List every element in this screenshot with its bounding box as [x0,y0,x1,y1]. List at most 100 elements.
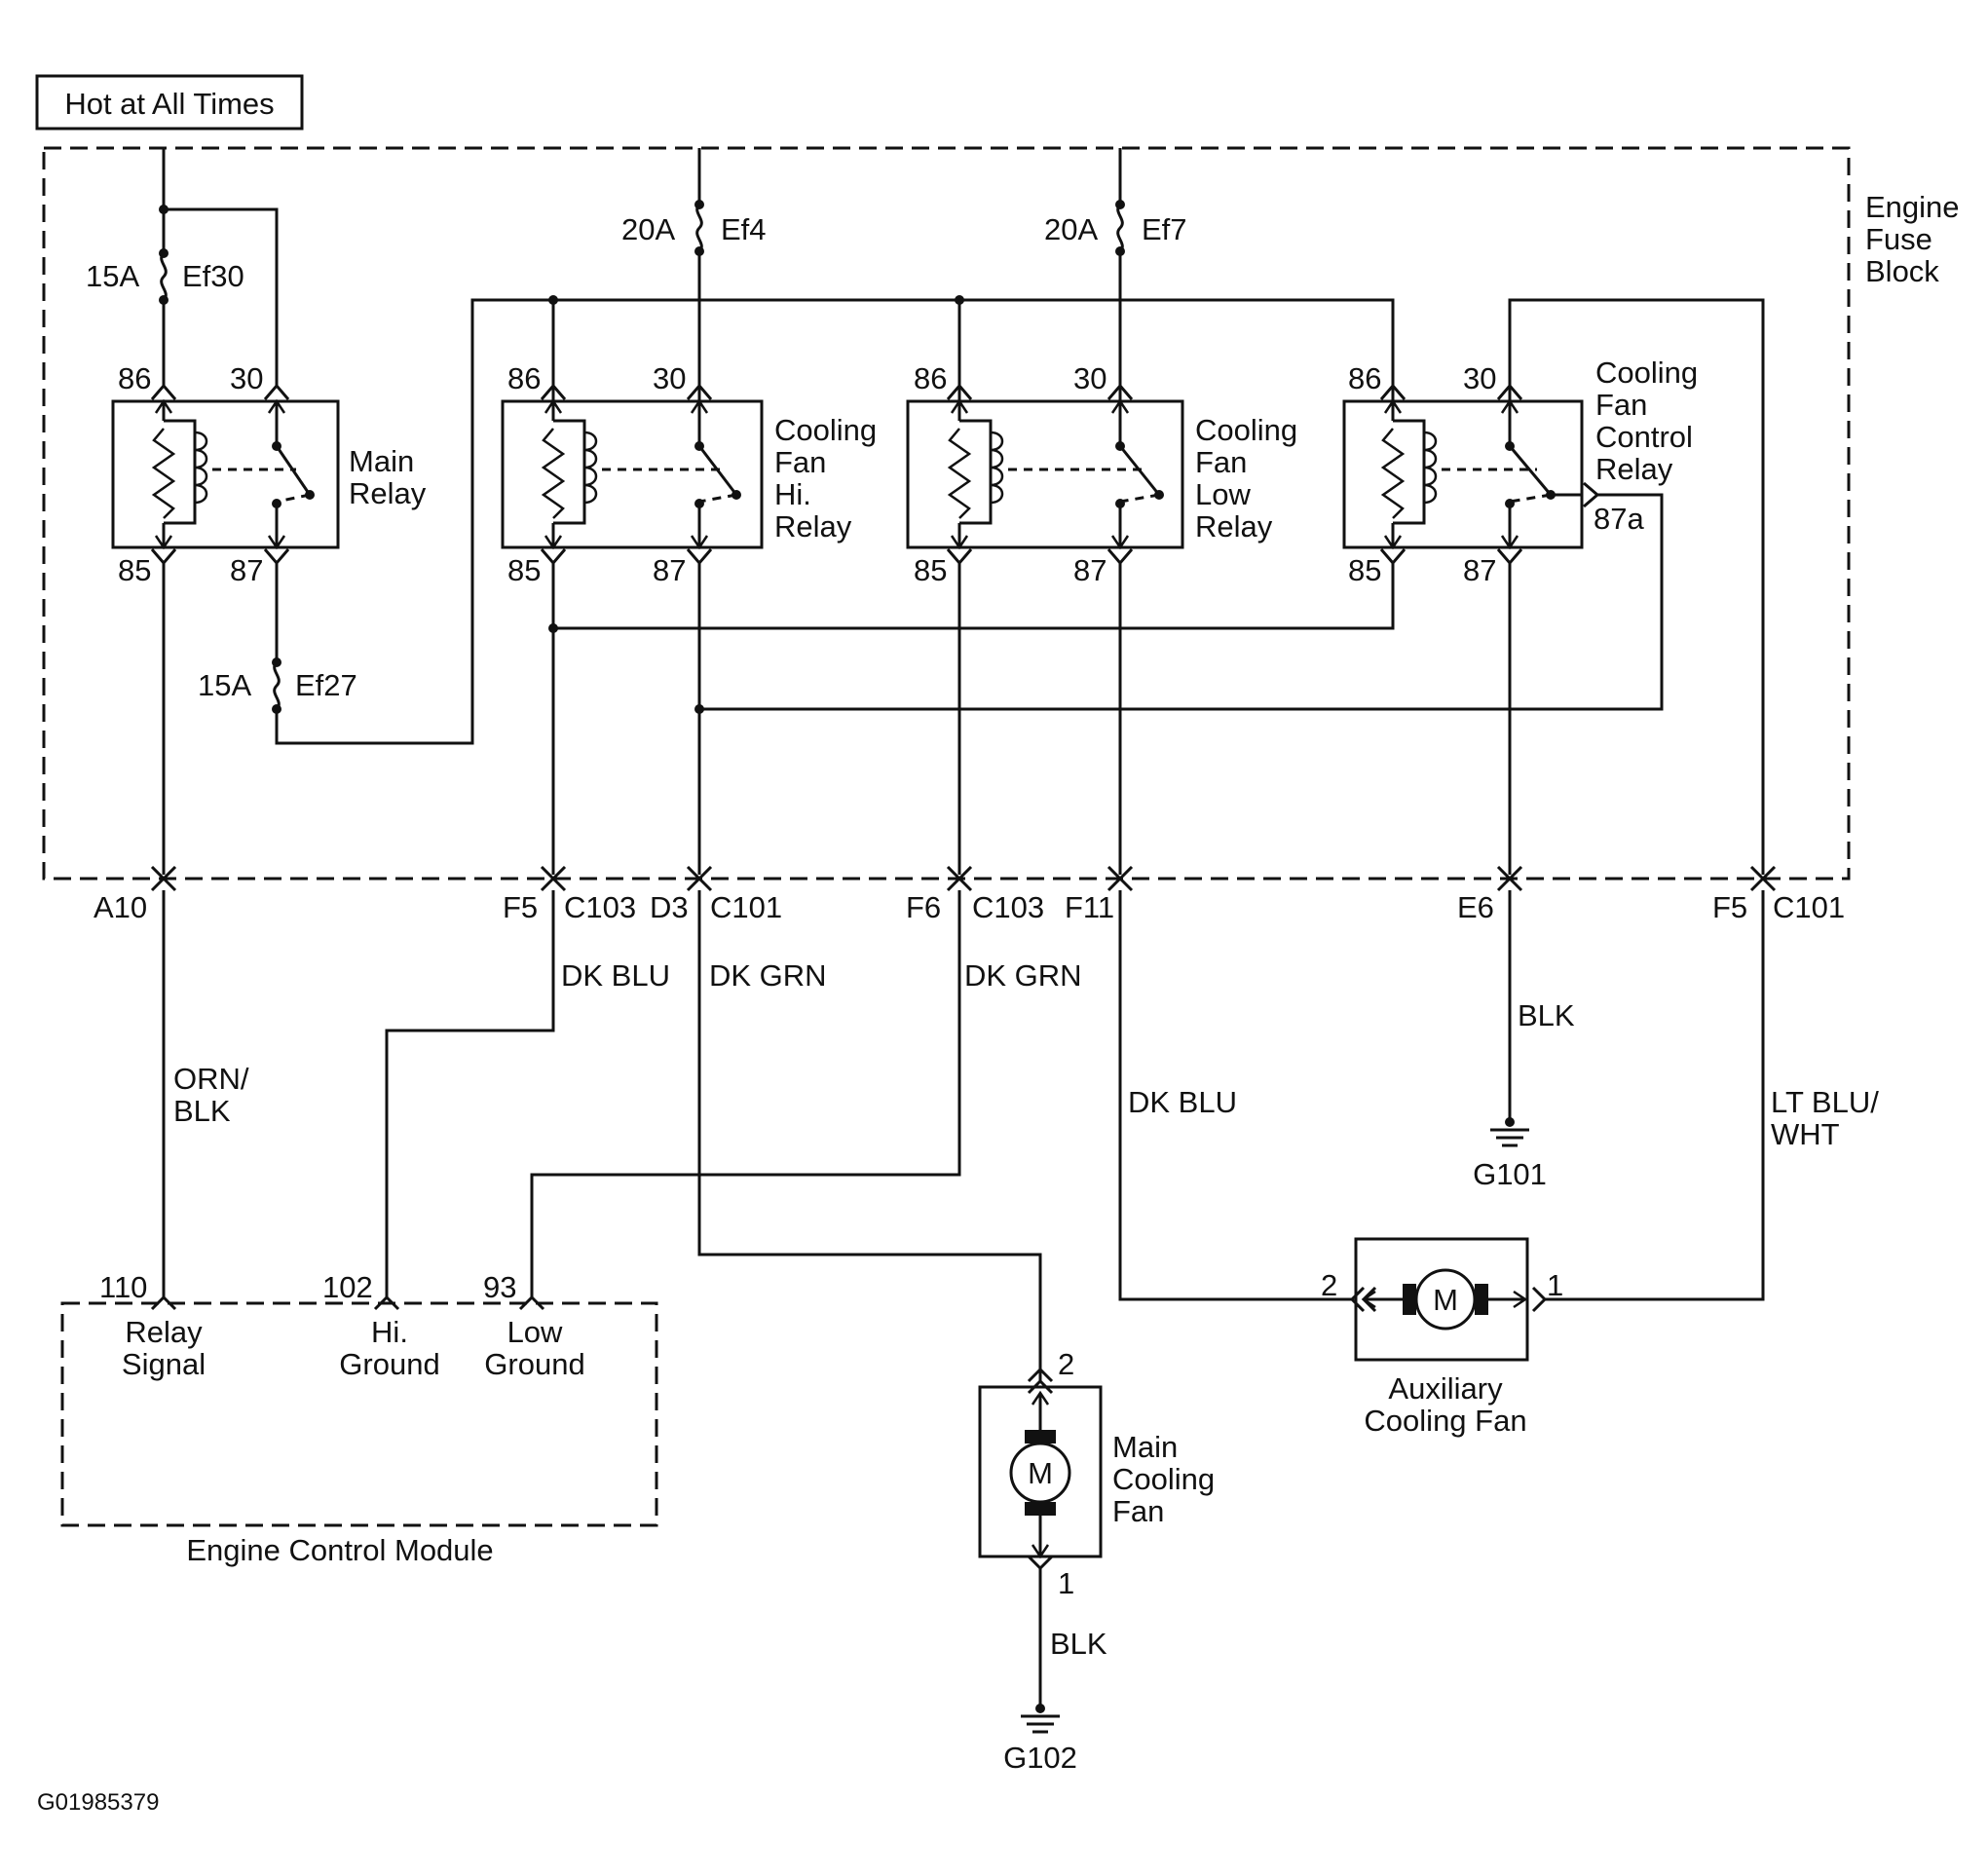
main-fan-label-1: Main [1112,1430,1178,1464]
control-relay-pin-30: 30 [1463,361,1496,395]
cooling-fan-low-relay [906,300,1184,566]
connector-f6-c103-pin: F6 [906,890,941,924]
main-cooling-fan [978,1367,1103,1713]
main-relay-label-2: Relay [349,476,427,510]
hi-relay-pin-87: 87 [653,553,686,587]
ef4-fuse-wire [694,148,704,401]
main-fan-motor-letter: M [1028,1456,1053,1490]
control-relay-pin-85: 85 [1348,553,1381,587]
fuse-block-label-1: Engine [1865,190,1960,224]
ecm-pin-110-label-1: Relay [125,1315,203,1349]
main-relay-pin-30: 30 [230,361,263,395]
ground-g102-icon [1021,1714,1060,1734]
main-fan-pin-2: 2 [1058,1347,1074,1381]
ground-g102-label: G102 [1003,1741,1077,1775]
ef7-fuse-wire [1115,148,1125,401]
control-relay-label-1: Cooling [1595,356,1698,390]
low-relay-label-1: Cooling [1195,413,1297,447]
aux-fan-label-1: Auxiliary [1388,1371,1503,1406]
ef27-fuse-wire [272,295,1395,745]
main-fan-label-2: Cooling [1112,1462,1215,1496]
ef4-rating: 20A [621,212,675,246]
aux-fan-pin-2: 2 [1321,1268,1337,1302]
ecm-pin-93-label-2: Ground [484,1347,584,1381]
ef4-name: Ef4 [721,212,767,246]
figure-id: G01985379 [37,1789,159,1816]
hot-at-all-times-box: Hot at All Times [35,74,304,131]
ef27-rating: 15A [198,668,251,702]
low-relay-pin-85: 85 [914,553,947,587]
hi-relay-pin-30: 30 [653,361,686,395]
low-relay-label-4: Relay [1195,509,1273,544]
hi-relay-label-3: Hi. [774,477,811,511]
low-relay-pin-30: 30 [1073,361,1107,395]
ecm-pin-110: 110 [99,1270,147,1304]
ecm-pin-102-label-2: Ground [339,1347,439,1381]
main-relay [111,383,340,566]
ef30-name: Ef30 [182,259,244,293]
wire-f5-c101-to-aux-fan [1545,890,1765,1301]
internal-bus-87a [694,493,1664,875]
main-relay-pin-86: 86 [118,361,151,395]
control-relay-pin-87a: 87a [1594,502,1644,536]
cooling-fan-hi-relay [501,300,764,566]
ecm-pin-102: 102 [322,1270,373,1304]
hi-relay-pin-85: 85 [507,553,541,587]
wire-color-f5-c101-1: LT BLU/ [1771,1085,1879,1119]
main-fan-pin-1: 1 [1058,1566,1074,1600]
cooling-fan-control-relay [1342,298,1765,875]
main-relay-pin-87: 87 [230,553,263,587]
main-relay-feed-wires [159,148,279,388]
aux-fan-label-2: Cooling Fan [1364,1404,1526,1438]
wire-color-d3: DK GRN [709,958,827,993]
low-relay-pin-87: 87 [1073,553,1107,587]
low-relay-label-3: Low [1195,477,1251,511]
ef30-rating: 15A [86,259,139,293]
ecm-pin-93: 93 [483,1270,516,1304]
internal-bus-85 [548,563,1395,875]
aux-fan-pin-1: 1 [1547,1268,1563,1302]
control-relay-label-2: Fan [1595,388,1647,422]
ecm-label: Engine Control Module [186,1533,493,1567]
connector-f6-c103-name: C103 [972,890,1044,924]
wire-color-f11: DK BLU [1128,1085,1237,1119]
main-relay-label-1: Main [349,444,414,478]
control-relay-label-4: Relay [1595,452,1673,486]
wire-color-a10-2: BLK [173,1094,231,1128]
ecm-pin-93-label-1: Low [507,1315,563,1349]
control-relay-pin-86: 86 [1348,361,1381,395]
ground-g101-label: G101 [1473,1157,1547,1191]
hot-at-all-times-label: Hot at All Times [64,87,274,121]
auxiliary-cooling-fan [1349,1237,1548,1362]
aux-fan-motor-letter: M [1433,1283,1458,1317]
connector-f11: F11 [1065,890,1114,924]
wire-f5-to-ecm-102 [385,890,555,1297]
ecm-pin-110-label-2: Signal [122,1347,206,1381]
low-relay-label-2: Fan [1195,445,1247,479]
connector-f5-c103-pin: F5 [503,890,538,924]
ef7-rating: 20A [1044,212,1098,246]
wire-color-f5-c101-2: WHT [1771,1117,1840,1151]
connector-d3-c101-name: C101 [710,890,782,924]
fuse-block-label-3: Block [1865,254,1939,288]
hi-relay-label-2: Fan [774,445,826,479]
hi-relay-label-1: Cooling [774,413,877,447]
ecm-pin-102-label-1: Hi. [371,1315,408,1349]
ef7-name: Ef7 [1142,212,1187,246]
main-fan-label-3: Fan [1112,1494,1164,1528]
connector-f5-c103-name: C103 [564,890,636,924]
wire-f11-to-aux-fan [1118,890,1352,1301]
main-relay-pin-85: 85 [118,553,151,587]
connector-chevrons [150,865,1777,892]
wire-color-hi-ground: DK BLU [561,958,670,993]
engine-fuse-block-boundary [42,146,1851,881]
wire-color-low-ground: DK GRN [964,958,1082,993]
connector-e6: E6 [1457,890,1494,924]
fuse-block-label-2: Fuse [1865,222,1932,256]
low-relay-pin-86: 86 [914,361,947,395]
hi-relay-label-4: Relay [774,509,852,544]
hi-relay-pin-86: 86 [507,361,541,395]
wire-color-a10-1: ORN/ [173,1062,249,1096]
ef27-name: Ef27 [295,668,357,702]
connector-d3-c101-pin: D3 [650,890,689,924]
